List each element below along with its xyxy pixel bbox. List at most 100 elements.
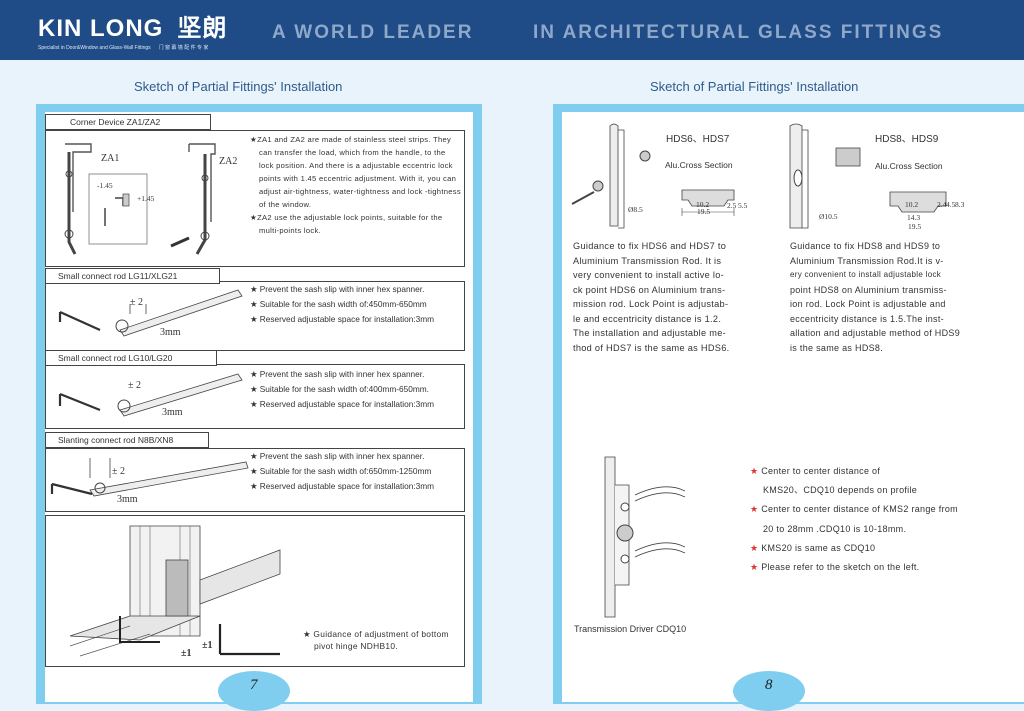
hds8-line: Aluminium Transmission Rod.It is v- bbox=[790, 255, 944, 266]
hds8-line: Guidance to fix HDS8 and HDS9 to bbox=[790, 241, 941, 251]
hds8-d4: 2.4 bbox=[937, 200, 947, 209]
star-icon: ★ bbox=[750, 542, 759, 553]
hds6-line: mission rod. Lock Point is adjustab- bbox=[573, 299, 729, 309]
rod2-item: ★ Suitable for the sash width of:400mm-6… bbox=[250, 384, 429, 394]
cdq-note: ★ Center to center distance of KMS2 rang… bbox=[750, 500, 958, 519]
left-section-title: Sketch of Partial Fittings' Installation bbox=[134, 79, 343, 94]
hds8-heading: HDS8、HDS9 bbox=[875, 134, 939, 145]
cdq10-drawing bbox=[604, 456, 686, 618]
hds6-heading: HDS6、HDS7 bbox=[666, 134, 730, 145]
banner-left: A WORLD LEADER bbox=[272, 22, 474, 43]
logo-en: KIN LONG bbox=[38, 15, 164, 42]
tagline-en: Specialist in Door&Window and Glass-Wall… bbox=[38, 45, 151, 51]
hds6-drawing bbox=[571, 123, 735, 229]
brand-logo: KIN LONG 坚朗 bbox=[38, 8, 227, 43]
hinge-description: ★ Guidance of adjustment of bottom pivot… bbox=[303, 628, 449, 652]
banner-right: IN ARCHITECTURAL GLASS FITTINGS bbox=[533, 22, 944, 43]
hds8-d6: 8.3 bbox=[955, 200, 965, 209]
rod1-list: ★ Prevent the sash slip with inner hex s… bbox=[250, 282, 434, 327]
rod2-list: ★ Prevent the sash slip with inner hex s… bbox=[250, 367, 434, 412]
hds6-line: ck point HDS6 on Aluminium trans- bbox=[573, 284, 726, 295]
hds6-line: very convenient to install active lo- bbox=[573, 270, 725, 280]
cdq-note-text: Please refer to the sketch on the left. bbox=[761, 562, 920, 573]
star-icon: ★ bbox=[750, 466, 759, 476]
hinge-box bbox=[45, 515, 465, 667]
hds8-d1: 10.2 bbox=[905, 200, 919, 209]
hds8-line: allation and adjustable method of HDS9 bbox=[790, 328, 961, 338]
rod1-drawing bbox=[58, 289, 243, 337]
hinge-line: ★ Guidance of adjustment of bottom bbox=[303, 629, 449, 639]
hds8-line: is the same as HDS8. bbox=[790, 342, 884, 353]
cdq-note: ★ Center to center distance of bbox=[750, 462, 958, 481]
rod1-item: ★ Suitable for the sash width of:450mm-6… bbox=[250, 299, 427, 309]
rod3-item: ★ Prevent the sash slip with inner hex s… bbox=[250, 451, 425, 461]
rod2-pm: ± 2 bbox=[128, 380, 141, 391]
hds8-description: Guidance to fix HDS8 and HDS9 to Alumini… bbox=[790, 239, 960, 355]
right-section-title: Sketch of Partial Fittings' Installation bbox=[650, 79, 859, 94]
rod1-item: ★ Prevent the sash slip with inner hex s… bbox=[250, 284, 425, 294]
hds8-line: ery convenient to install adjustable loc… bbox=[790, 270, 942, 279]
hds6-dia: Ø8.5 bbox=[628, 205, 643, 214]
left-page-number: 7 bbox=[250, 677, 258, 693]
cdq-note: KMS20、CDQ10 depends on profile bbox=[750, 481, 958, 500]
rod3-drawing bbox=[50, 458, 249, 497]
right-page-number: 8 bbox=[765, 677, 773, 693]
corner-device-tab: Corner Device ZA1/ZA2 bbox=[45, 114, 211, 130]
rod2-mm: 3mm bbox=[162, 407, 183, 418]
cdq10-notes: ★ Center to center distance of KMS20、CDQ… bbox=[750, 462, 958, 577]
corner-device-drawing bbox=[64, 143, 216, 255]
corner-line: of the window. bbox=[259, 200, 312, 209]
rod2-tab: Small connect rod LG10/LG20 bbox=[45, 350, 217, 366]
hds6-d2: 19.5 bbox=[697, 207, 711, 216]
hds8-line: point HDS8 on Aluminium transmiss- bbox=[790, 284, 947, 295]
za1-label: ZA1 bbox=[101, 153, 120, 164]
cdq-note-text: Center to center distance of KMS2 range … bbox=[761, 504, 958, 515]
rod2-drawing bbox=[58, 373, 243, 417]
star-icon: ★ bbox=[750, 562, 759, 573]
rod3-pm: ± 2 bbox=[112, 466, 125, 477]
hinge-pm1: ±1 bbox=[181, 648, 192, 659]
cdq-note: ★ Please refer to the sketch on the left… bbox=[750, 558, 958, 577]
hds8-line: ion rod. Lock Point is adjustable and bbox=[790, 299, 946, 309]
hds6-d3: 2.5 bbox=[727, 201, 737, 210]
hds6-line: thod of HDS7 is the same as HDS6. bbox=[573, 342, 730, 353]
cdq-note-text: KMS20、CDQ10 depends on profile bbox=[763, 485, 918, 496]
logo-cn: 坚朗 bbox=[177, 15, 228, 42]
corner-line: ★ZA1 and ZA2 are made of stainless steel… bbox=[250, 135, 452, 144]
cdq-note-text: Center to center distance of bbox=[761, 466, 881, 476]
rod3-item: ★ Reserved adjustable space for installa… bbox=[250, 481, 435, 491]
cdq-note: ★ KMS20 is same as CDQ10 bbox=[750, 539, 958, 558]
za2-label: ZA2 bbox=[219, 156, 238, 167]
hds8-d2: 14.3 bbox=[907, 213, 921, 222]
hinge-drawing bbox=[69, 525, 281, 657]
rod3-list: ★ Prevent the sash slip with inner hex s… bbox=[250, 449, 434, 494]
hds6-line: The installation and adjustable me- bbox=[573, 328, 726, 338]
hds8-drawing bbox=[789, 123, 947, 229]
rod2-box bbox=[45, 364, 465, 429]
cdq10-caption: Transmission Driver CDQ10 bbox=[574, 624, 687, 634]
minus-145-label: -1.45 bbox=[97, 181, 113, 190]
hds6-line: le and eccentricity distance is 1.2. bbox=[573, 313, 722, 324]
rod1-mm: 3mm bbox=[160, 327, 181, 338]
hds6-d1: 10.2 bbox=[696, 200, 710, 209]
header-bar: KIN LONG 坚朗 Specialist in Door&Window and… bbox=[0, 0, 1024, 60]
plus-145-label: +1.45 bbox=[137, 194, 155, 203]
rod3-mm: 3mm bbox=[117, 494, 138, 505]
hds6-d4: 5.5 bbox=[738, 201, 748, 210]
hinge-pm2: ±1 bbox=[202, 640, 213, 651]
tagline-cn: 门 窗 幕 墙 配 件 专 家 bbox=[158, 45, 209, 51]
hds8-line: eccentricity distance is 1.5.The inst- bbox=[790, 313, 944, 324]
tagline: Specialist in Door&Window and Glass-Wall… bbox=[38, 44, 208, 51]
hds8-cross: Alu.Cross Section bbox=[875, 161, 943, 171]
hds6-line: Aluminium Transmission Rod. It is bbox=[573, 255, 722, 266]
hds8-d5: 4.5 bbox=[946, 200, 956, 209]
corner-line: multi-points lock. bbox=[259, 226, 321, 235]
rod1-tab: Small connect rod LG11/XLG21 bbox=[45, 268, 220, 284]
rod1-item: ★ Reserved adjustable space for installa… bbox=[250, 314, 435, 324]
rod3-item: ★ Suitable for the sash width of:650mm-1… bbox=[250, 466, 432, 476]
corner-line: ★ZA2 use the adjustable lock points, sui… bbox=[250, 213, 443, 222]
cdq-note-text: KMS20 is same as CDQ10 bbox=[761, 542, 876, 553]
hds8-d3: 19.5 bbox=[908, 222, 922, 231]
hds6-line: Guidance to fix HDS6 and HDS7 to bbox=[573, 241, 727, 251]
star-icon: ★ bbox=[750, 504, 759, 515]
